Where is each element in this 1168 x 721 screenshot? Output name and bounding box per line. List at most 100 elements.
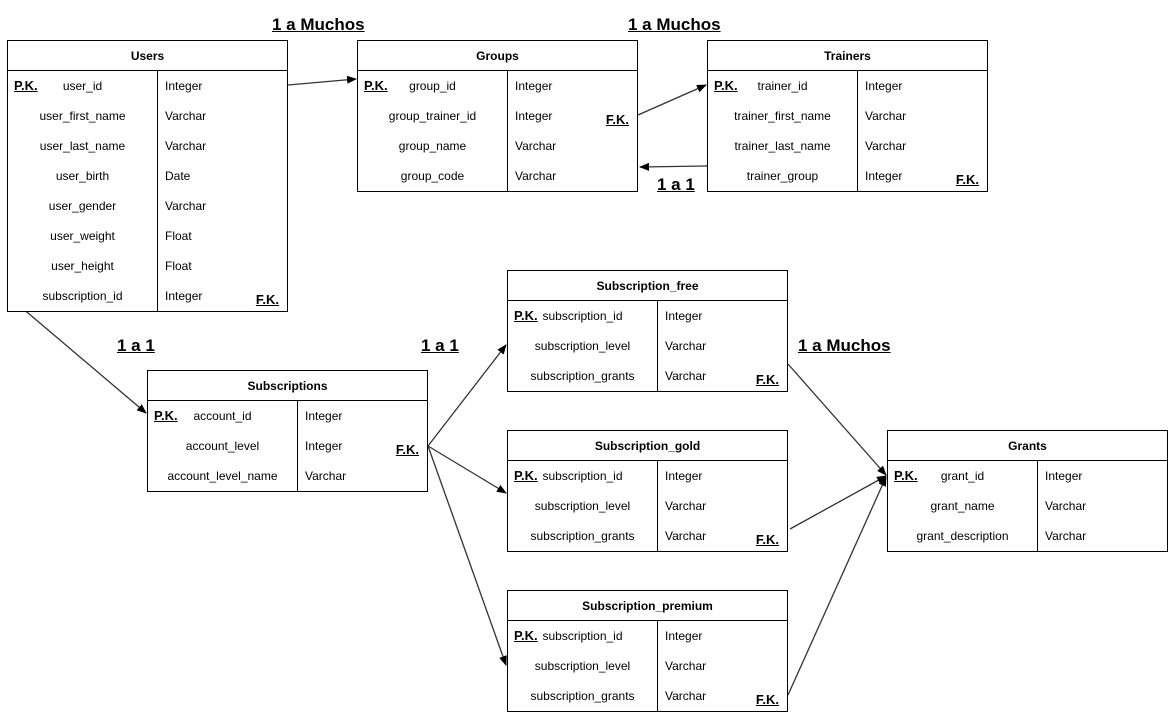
field-name: user_id: [62, 79, 103, 93]
field-type: Varchar: [665, 369, 707, 383]
column-divider: [297, 401, 298, 491]
fk-label: F.K.: [755, 372, 779, 387]
field-type: Varchar: [1045, 529, 1087, 543]
field-type: Integer: [665, 629, 703, 643]
field-type: Varchar: [665, 659, 707, 673]
field-name: subscription_grants: [530, 689, 635, 703]
field-name: subscription_grants: [530, 369, 635, 383]
table-row: grant_name Varchar: [888, 491, 1167, 521]
field-name: trainer_last_name: [734, 139, 831, 153]
field-name: trainer_first_name: [734, 109, 831, 123]
field-name: user_weight: [50, 229, 115, 243]
field-name: subscription_level: [534, 659, 631, 673]
column-divider: [857, 71, 858, 191]
field-name: user_gender: [48, 199, 117, 213]
entity-subscription-premium[interactable]: Subscription_premium P.K. subscription_id…: [507, 590, 788, 712]
field-name: group_id: [409, 79, 456, 93]
field-name: user_height: [51, 259, 114, 273]
line-users-subscriptions: [7, 295, 147, 414]
table-row: account_level Integer F.K.: [148, 431, 427, 461]
relationship-label-users-groups: 1 a Muchos: [272, 15, 365, 34]
fk-label: F.K.: [395, 442, 419, 457]
line-trainers-groups: [639, 161, 716, 171]
field-type: Varchar: [165, 199, 207, 213]
line-gold-grants: [789, 475, 887, 530]
field-name: subscription_level: [534, 339, 631, 353]
field-name: grant_name: [930, 499, 995, 513]
entity-title: Groups: [358, 41, 637, 71]
field-type: Integer: [1045, 469, 1083, 483]
field-name: account_id: [193, 409, 252, 423]
field-type: Float: [165, 259, 192, 273]
line-groups-trainers: [637, 84, 707, 116]
table-row: trainer_group Integer F.K.: [708, 161, 987, 191]
column-divider: [657, 461, 658, 551]
field-type: Integer: [305, 439, 343, 453]
column-divider: [157, 71, 158, 311]
field-name: subscription_level: [534, 499, 631, 513]
field-type: Varchar: [865, 139, 907, 153]
table-row: trainer_last_name Varchar: [708, 131, 987, 161]
entity-title: Subscription_premium: [508, 591, 787, 621]
line-subscriptions-gold: [427, 445, 507, 494]
field-type: Integer: [165, 79, 203, 93]
field-name: account_level_name: [167, 469, 278, 483]
field-name: group_code: [400, 169, 465, 183]
pk-label: P.K.: [154, 408, 178, 423]
field-type: Integer: [865, 79, 903, 93]
pk-label: P.K.: [514, 308, 538, 323]
column-divider: [507, 71, 508, 191]
field-name: grant_id: [940, 469, 985, 483]
pk-label: P.K.: [514, 468, 538, 483]
field-name: group_name: [398, 139, 467, 153]
entity-title: Trainers: [708, 41, 987, 71]
table-row: grant_description Varchar: [888, 521, 1167, 551]
fk-label: F.K.: [755, 692, 779, 707]
fk-label: F.K.: [605, 112, 629, 127]
fk-label: F.K.: [955, 172, 979, 187]
entity-title: Subscription_free: [508, 271, 787, 301]
field-name: subscription_id: [542, 629, 623, 643]
column-divider: [657, 301, 658, 391]
line-users-groups: [287, 75, 357, 86]
field-name: grant_description: [916, 529, 1009, 543]
field-name: group_trainer_id: [388, 109, 477, 123]
table-row: user_height Float: [8, 251, 287, 281]
field-type: Date: [165, 169, 191, 183]
entity-title: Grants: [888, 431, 1167, 461]
field-name: account_level: [185, 439, 260, 453]
field-type: Varchar: [665, 529, 707, 543]
field-type: Float: [165, 229, 192, 243]
field-type: Varchar: [1045, 499, 1087, 513]
field-type: Integer: [865, 169, 903, 183]
relationship-label-users-subscriptions: 1 a 1: [117, 336, 155, 355]
field-name: trainer_id: [757, 79, 808, 93]
line-subscriptions-free: [427, 344, 507, 447]
field-name: user_first_name: [39, 109, 126, 123]
field-type: Varchar: [665, 339, 707, 353]
pk-label: P.K.: [514, 628, 538, 643]
field-type: Varchar: [165, 109, 207, 123]
relationship-label-groups-trainers: 1 a Muchos: [628, 15, 721, 34]
line-subscriptions-premium: [427, 445, 507, 666]
field-type: Varchar: [305, 469, 347, 483]
field-name: trainer_group: [746, 169, 819, 183]
